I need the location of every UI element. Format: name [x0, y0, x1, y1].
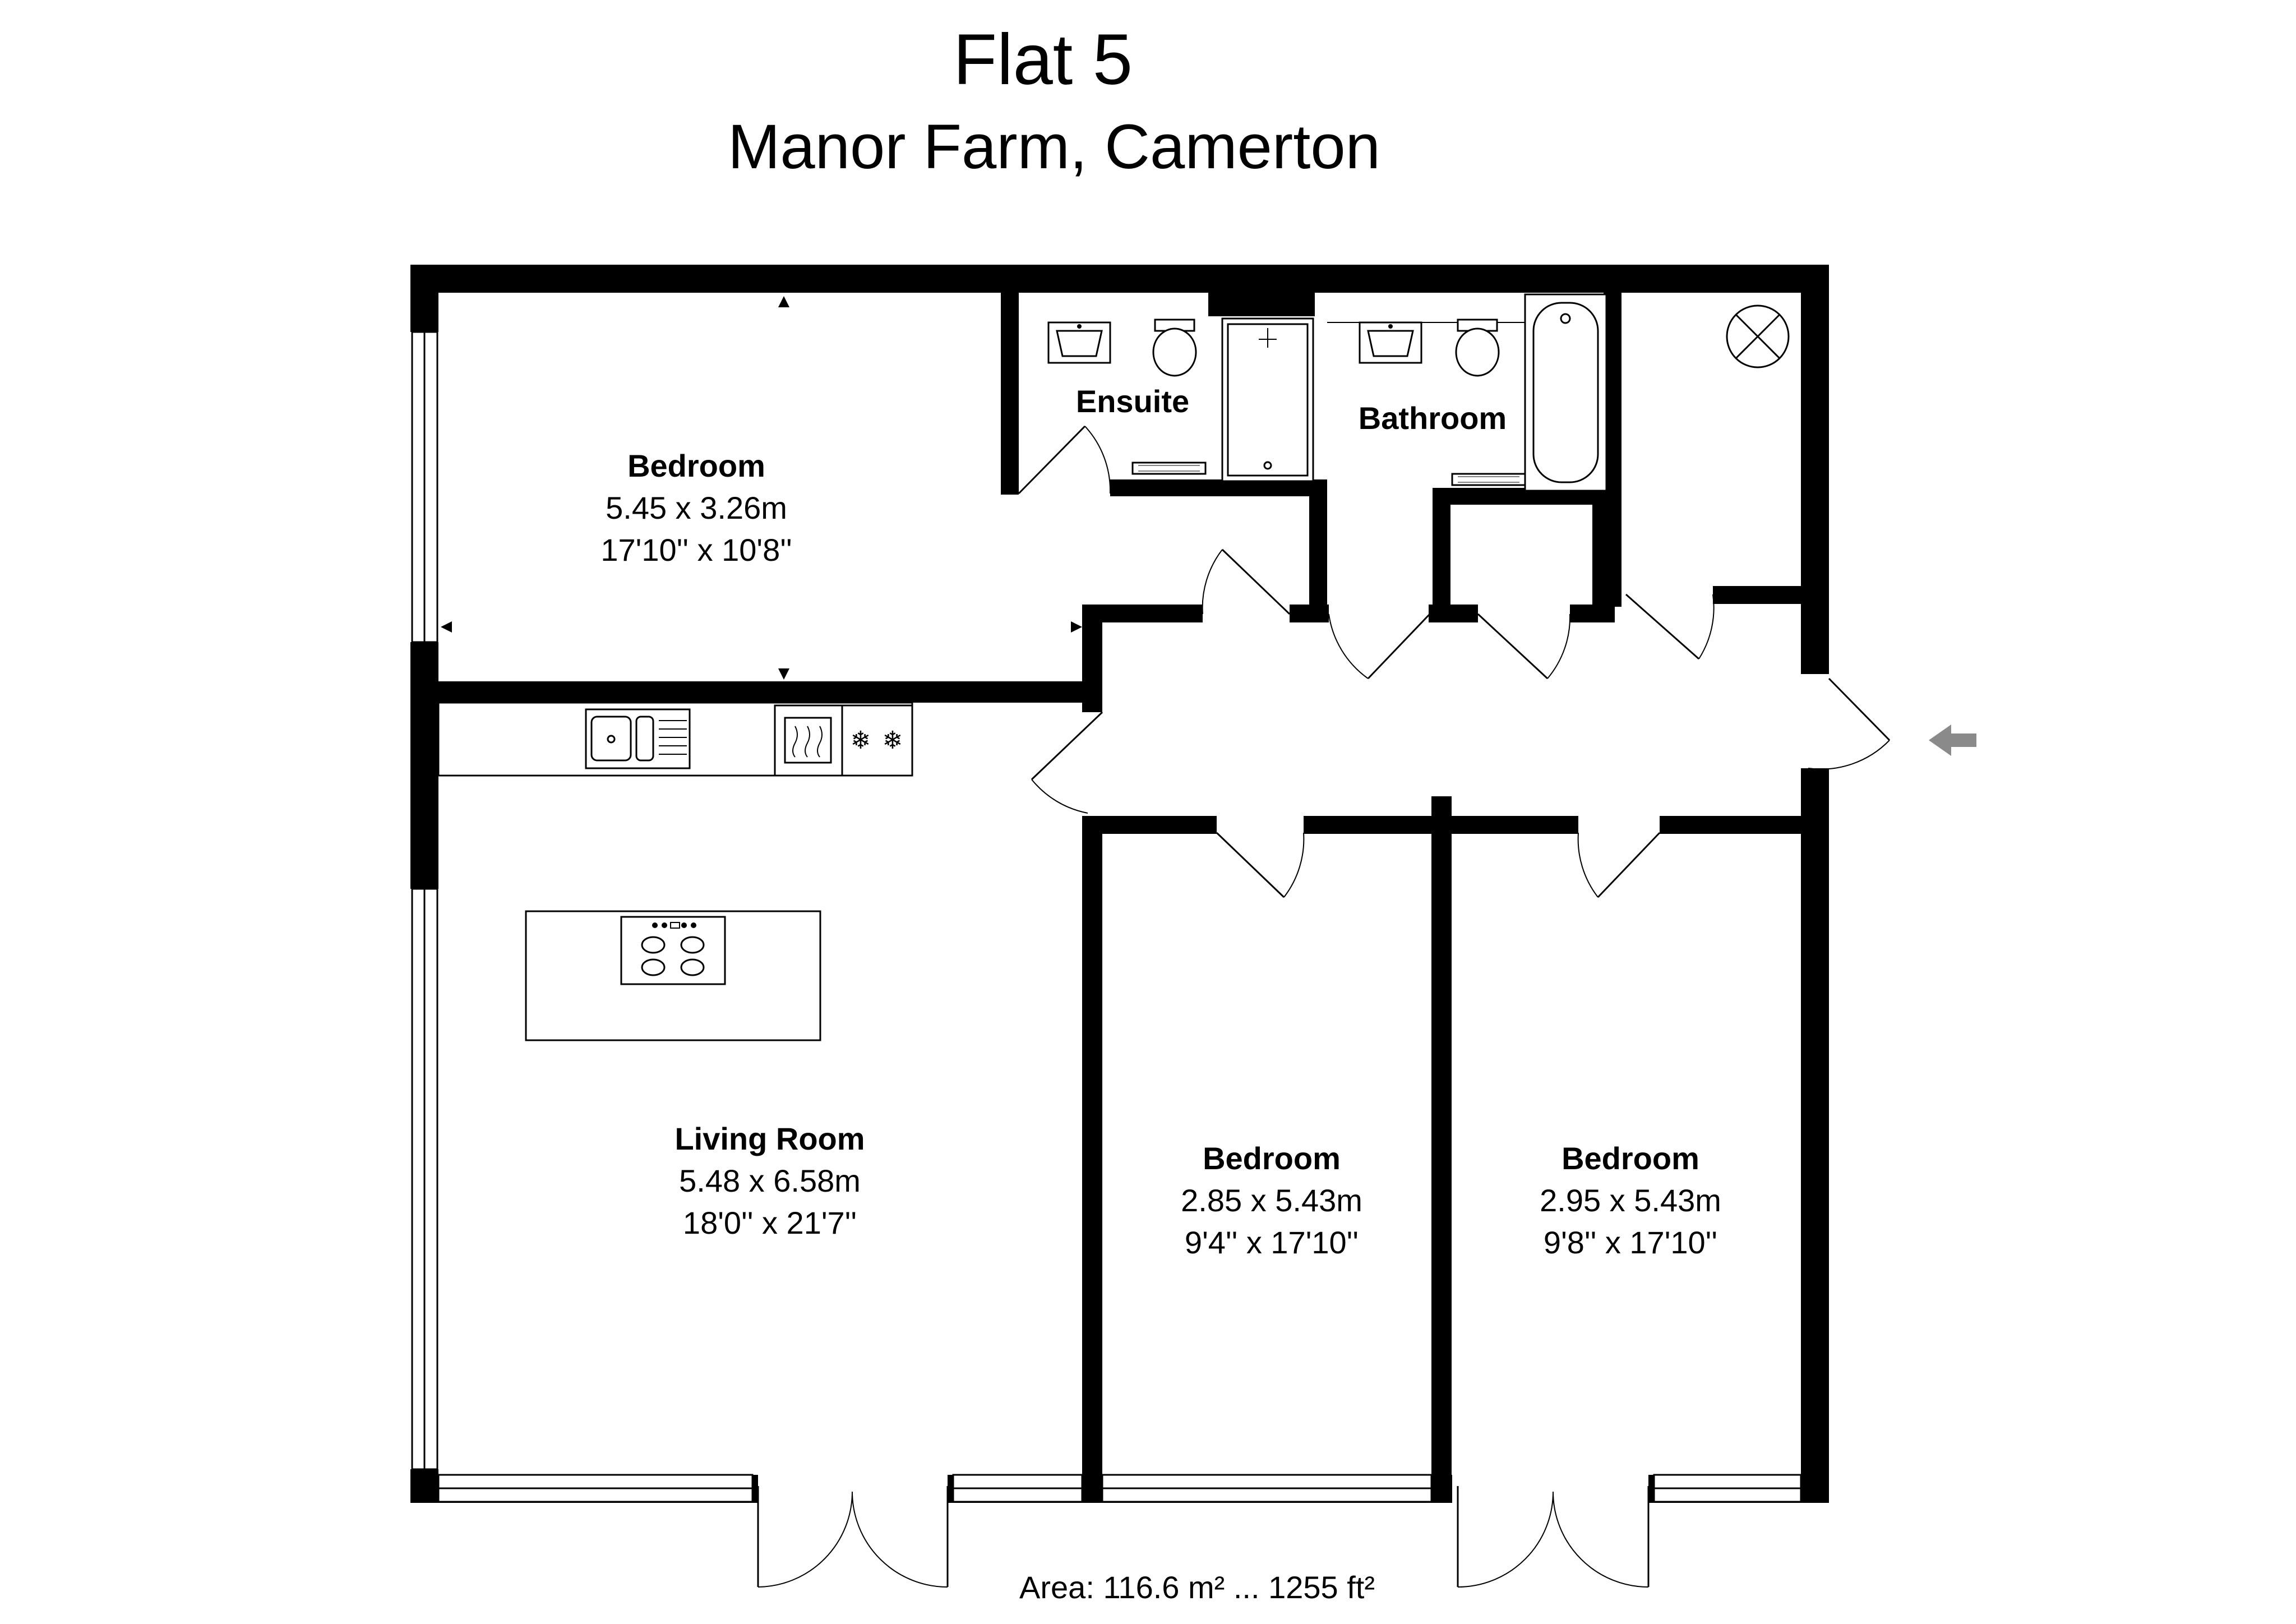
room-label-bathroom: Bathroom — [1359, 400, 1507, 436]
boiler-icon — [1726, 304, 1790, 368]
walls — [410, 265, 1829, 1503]
room-label-living-room: Living Room 5.48 x 6.58m 18'0'' x 21'7'' — [675, 1121, 865, 1240]
fridge-icon: ❄ ❄ — [841, 704, 913, 777]
svg-text:❄: ❄ — [851, 726, 871, 755]
hob-icon — [620, 916, 726, 985]
room-imperial: 18'0'' x 21'7'' — [683, 1205, 857, 1240]
room-name: Bedroom — [1203, 1141, 1341, 1176]
room-name: Living Room — [675, 1121, 865, 1156]
plan-title: Flat 5 — [953, 20, 1133, 100]
radiator-icon — [1131, 462, 1207, 475]
room-metric: 5.48 x 6.58m — [679, 1163, 861, 1198]
shower-icon — [1221, 317, 1314, 482]
plan-subtitle: Manor Farm, Camerton — [728, 112, 1380, 182]
room-label-bedroom-3: Bedroom 2.95 x 5.43m 9'8'' x 17'10'' — [1540, 1141, 1721, 1260]
total-area: Area: 116.6 m² ... 1255 ft² — [1019, 1570, 1375, 1605]
room-imperial: 9'4'' x 17'10'' — [1185, 1225, 1359, 1260]
room-label-bedroom-1: Bedroom 5.45 x 3.26m 17'10'' x 10'8'' — [600, 448, 792, 568]
sink-icon — [585, 708, 691, 769]
doors — [757, 425, 1891, 1588]
svg-text:❄: ❄ — [883, 726, 903, 755]
toilet-icon — [1455, 319, 1500, 377]
windows — [411, 331, 1802, 1503]
sink-icon — [1047, 321, 1111, 364]
room-label-ensuite: Ensuite — [1076, 384, 1189, 419]
room-name: Bedroom — [627, 448, 765, 483]
kitchen-island — [525, 910, 821, 1041]
room-metric: 5.45 x 3.26m — [606, 490, 787, 525]
toilet-icon — [1152, 319, 1197, 377]
room-metric: 2.95 x 5.43m — [1540, 1183, 1721, 1218]
room-imperial: 17'10'' x 10'8'' — [600, 532, 792, 568]
oven-icon — [774, 704, 843, 777]
kitchen-counter: ❄ ❄ — [437, 702, 913, 777]
bath-icon — [1524, 293, 1607, 492]
radiator-icon — [1451, 473, 1526, 486]
room-label-bedroom-2: Bedroom 2.85 x 5.43m 9'4'' x 17'10'' — [1181, 1141, 1362, 1260]
entrance-arrow-icon — [1929, 725, 1976, 756]
room-name: Bedroom — [1562, 1141, 1699, 1176]
ensuite-fixtures — [1047, 317, 1314, 482]
sink-icon — [1359, 321, 1422, 364]
room-metric: 2.85 x 5.43m — [1181, 1183, 1362, 1218]
room-imperial: 9'8'' x 17'10'' — [1544, 1225, 1717, 1260]
bathroom-fixtures — [1327, 293, 1607, 492]
dimension-markers — [441, 296, 1082, 680]
